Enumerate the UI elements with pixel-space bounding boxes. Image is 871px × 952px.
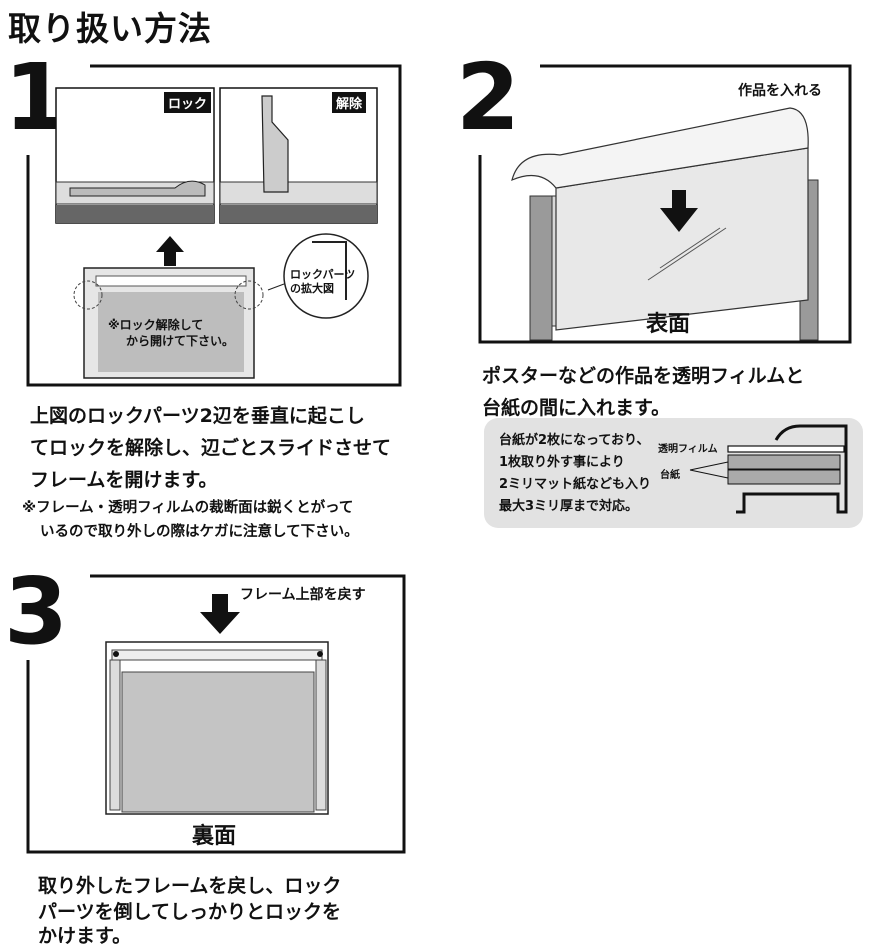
- film-label: 透明フィルム: [658, 444, 718, 455]
- step2-text-1: ポスターなどの作品を透明フィルムと: [482, 365, 805, 387]
- step2-text-2: 台紙の間に入れます。: [482, 397, 671, 419]
- step1-text-2: てロックを解除し、辺ごとスライドさせて: [30, 437, 392, 459]
- step3-number: 3: [4, 558, 69, 665]
- callout-label-1: ロックパーツ: [290, 268, 356, 281]
- step3-text-1: 取り外したフレームを戻し、ロック: [38, 875, 342, 897]
- front-face-label: 表面: [646, 312, 691, 337]
- board-label: 台紙: [660, 470, 680, 481]
- step1-text-1: 上図のロックパーツ2辺を垂直に起こし: [30, 405, 365, 427]
- cross-section-diagram: [689, 424, 848, 514]
- spec-line-2: 1枚取り外す事により: [499, 455, 625, 470]
- step3-text-3: かけます。: [38, 925, 132, 947]
- step1-illustration: [26, 64, 402, 387]
- spec-line-4: 最大3ミリ厚まで対応。: [499, 499, 639, 514]
- frame-note-2: から開けて下さい。: [126, 334, 235, 348]
- unlock-tag: 解除: [332, 92, 367, 113]
- return-label: フレーム上部を戻す: [240, 587, 366, 603]
- lock-tag: ロック: [164, 92, 212, 113]
- step3-text-2: パーツを倒してしっかりとロックを: [38, 901, 342, 923]
- frame-note-1: ※ロック解除して: [108, 318, 204, 332]
- back-face-label: 裏面: [192, 824, 237, 849]
- step2-number: 2: [456, 44, 521, 151]
- insert-label: 作品を入れる: [738, 83, 822, 99]
- step1-text-3: フレームを開けます。: [30, 469, 218, 491]
- step1-warning-2: いるので取り外しの際はケガに注意して下さい。: [40, 524, 359, 540]
- callout-label-2: の拡大図: [290, 282, 334, 295]
- page-title: 取り扱い方法: [8, 9, 212, 48]
- step1-warning-1: ※フレーム・透明フィルムの裁断面は鋭くとがって: [22, 500, 354, 516]
- spec-line-3: 2ミリマット紙なども入り: [499, 477, 652, 492]
- spec-line-1: 台紙が2枚になっており、: [499, 433, 650, 448]
- step2-illustration: [478, 64, 852, 344]
